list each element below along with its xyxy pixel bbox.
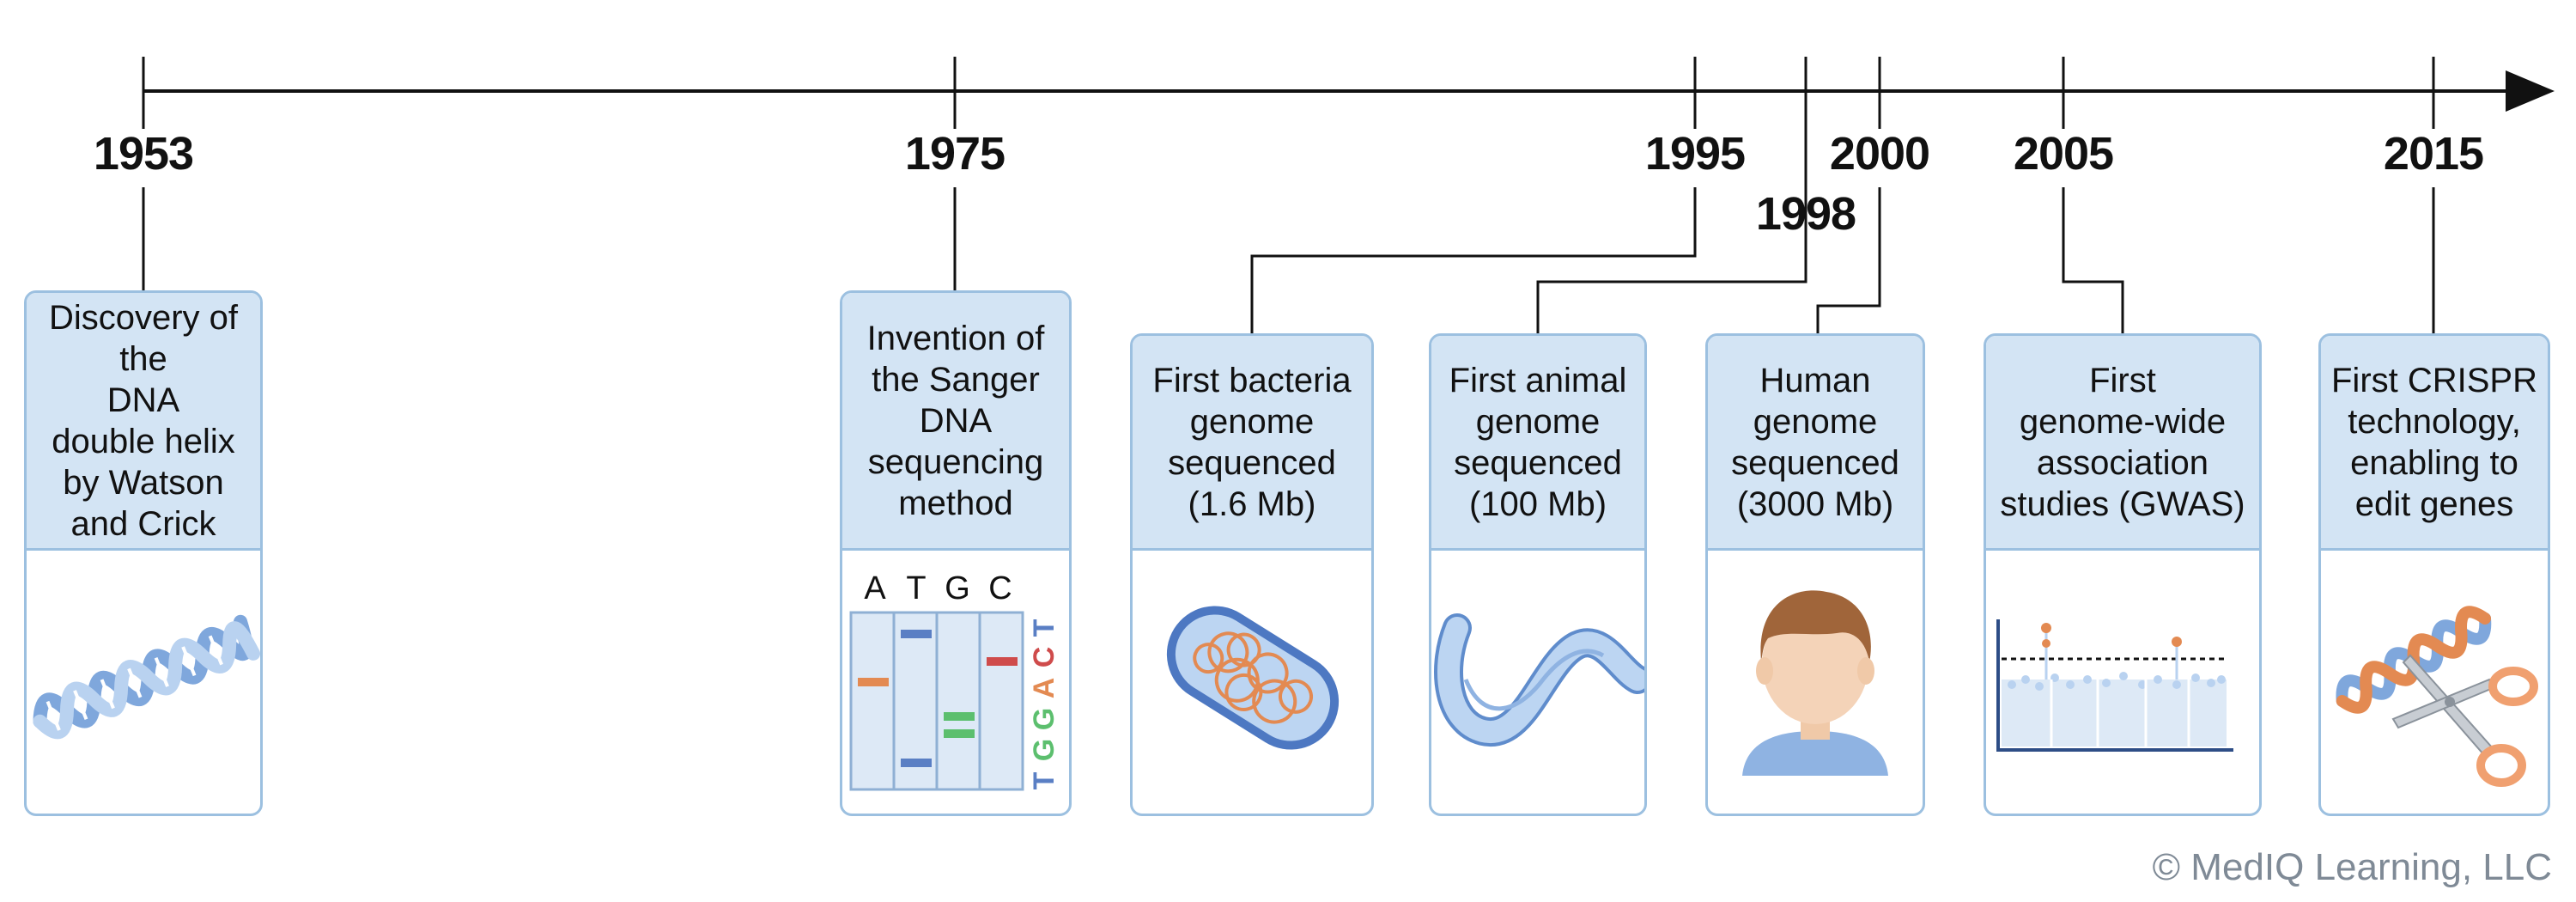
event-card-animal: First animal genome sequenced (100 Mb)	[1429, 333, 1647, 816]
event-card-crispr: First CRISPR technology, enabling to edi…	[2318, 333, 2550, 816]
connector-2000	[1816, 187, 1881, 333]
event-description: First CRISPR technology, enabling to edi…	[2331, 361, 2537, 523]
human-icon	[1708, 551, 1923, 814]
event-card-header: Human genome sequenced (3000 Mb)	[1708, 336, 1923, 551]
year-label-1975: 1975	[904, 128, 1005, 180]
dna-double-helix-icon	[27, 551, 260, 814]
event-card-dna-helix: Discovery of the DNA double helix by Wat…	[24, 290, 263, 816]
crispr-scissors-icon	[2321, 551, 2548, 814]
gel-base-label: A	[864, 570, 886, 606]
event-description: First bacteria genome sequenced (1.6 Mb)	[1152, 361, 1352, 523]
manhattan-plot-icon	[1986, 551, 2259, 814]
year-label-1995: 1995	[1644, 128, 1746, 180]
connector-2005	[2062, 187, 2124, 333]
year-connectors	[142, 187, 2435, 333]
read-base: T	[1028, 771, 1060, 789]
year-label-2005: 2005	[2013, 128, 2114, 180]
event-card-gwas: First genome-wide association studies (G…	[1984, 333, 2262, 816]
event-card-header: Invention of the Sanger DNA sequencing m…	[842, 293, 1069, 551]
event-description: Human genome sequenced (3000 Mb)	[1731, 361, 1899, 523]
event-card-sanger: Invention of the Sanger DNA sequencing m…	[840, 290, 1072, 816]
event-description: First genome-wide association studies (G…	[2000, 361, 2245, 523]
year-label-2015: 2015	[2383, 128, 2484, 180]
year-label-2000: 2000	[1829, 128, 1930, 180]
event-card-header: First bacteria genome sequenced (1.6 Mb)	[1133, 336, 1371, 551]
read-base: C	[1028, 647, 1060, 668]
event-card-human: Human genome sequenced (3000 Mb)	[1705, 333, 1925, 816]
timeline-arrowhead-icon	[2506, 70, 2555, 112]
read-base: T	[1028, 619, 1060, 637]
event-description: First animal genome sequenced (100 Mb)	[1449, 361, 1627, 523]
gel-base-label: C	[988, 570, 1012, 606]
year-ticks	[142, 57, 2435, 191]
event-card-header: First animal genome sequenced (100 Mb)	[1431, 336, 1644, 551]
connector-1995	[1250, 187, 1697, 333]
read-base: G	[1028, 708, 1060, 730]
connector-1998	[1536, 191, 1807, 333]
gel-base-label: G	[945, 570, 970, 606]
bacterium-icon	[1133, 551, 1371, 814]
worm-icon	[1431, 551, 1644, 814]
event-card-header: First genome-wide association studies (G…	[1986, 336, 2259, 551]
event-card-header: Discovery of the DNA double helix by Wat…	[27, 293, 260, 551]
event-card-bacteria: First bacteria genome sequenced (1.6 Mb)	[1130, 333, 1374, 816]
read-base: A	[1028, 678, 1060, 699]
sequencing-gel-icon: A T G C T G G A C T	[842, 551, 1069, 814]
year-label-1998: 1998	[1755, 188, 1856, 240]
event-description: Discovery of the DNA double helix by Wat…	[48, 298, 239, 543]
copyright-notice: © MedIQ Learning, LLC	[2152, 846, 2552, 888]
event-description: Invention of the Sanger DNA sequencing m…	[866, 319, 1045, 522]
read-base: G	[1028, 739, 1060, 761]
gel-base-label: T	[906, 570, 926, 606]
event-card-header: First CRISPR technology, enabling to edi…	[2321, 336, 2548, 551]
year-label-1953: 1953	[93, 128, 194, 180]
